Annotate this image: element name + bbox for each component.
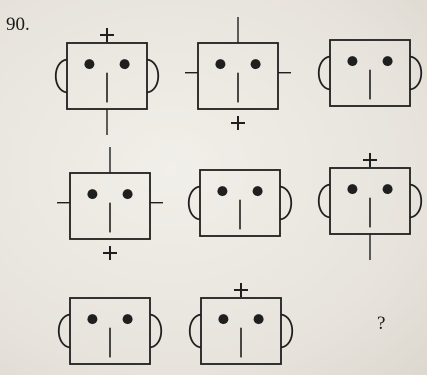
ear-right bbox=[150, 315, 161, 348]
face-figure-r1c1 bbox=[56, 28, 159, 135]
plus-sign-bottom bbox=[103, 246, 117, 260]
ear-right bbox=[280, 187, 291, 220]
eye-right bbox=[383, 56, 393, 66]
eye-left bbox=[87, 189, 97, 199]
face-figure-r2c3 bbox=[319, 153, 422, 260]
ear-left bbox=[59, 315, 70, 348]
face-figure-r1c3 bbox=[319, 40, 422, 106]
eye-left bbox=[84, 59, 94, 69]
ear-left bbox=[319, 185, 330, 218]
ear-right bbox=[410, 57, 421, 90]
eye-right bbox=[123, 189, 133, 199]
face-figure-r2c1 bbox=[57, 147, 163, 260]
face-figure-r2c2 bbox=[189, 170, 292, 236]
face-figure-r3c2 bbox=[190, 283, 293, 364]
eye-right bbox=[123, 314, 133, 324]
eye-right bbox=[251, 59, 261, 69]
eye-right bbox=[253, 186, 263, 196]
eye-left bbox=[347, 184, 357, 194]
eye-right bbox=[383, 184, 393, 194]
eye-left bbox=[347, 56, 357, 66]
ear-left bbox=[190, 315, 201, 348]
face-figure-r1c2 bbox=[185, 17, 291, 130]
plus-sign-top bbox=[234, 283, 248, 297]
ear-right bbox=[281, 315, 292, 348]
eye-left bbox=[218, 314, 228, 324]
missing-figure-question-mark: ? bbox=[377, 313, 385, 335]
ear-left bbox=[189, 187, 200, 220]
eye-left bbox=[87, 314, 97, 324]
eye-right bbox=[254, 314, 264, 324]
ear-left bbox=[56, 60, 67, 93]
ear-right bbox=[147, 60, 158, 93]
plus-sign-bottom bbox=[231, 116, 245, 130]
ear-right bbox=[410, 185, 421, 218]
eye-left bbox=[215, 59, 225, 69]
face-figure-r3c1 bbox=[59, 298, 162, 364]
plus-sign-top bbox=[100, 28, 114, 42]
plus-sign-top bbox=[363, 153, 377, 167]
eye-left bbox=[217, 186, 227, 196]
ear-left bbox=[319, 57, 330, 90]
eye-right bbox=[120, 59, 130, 69]
